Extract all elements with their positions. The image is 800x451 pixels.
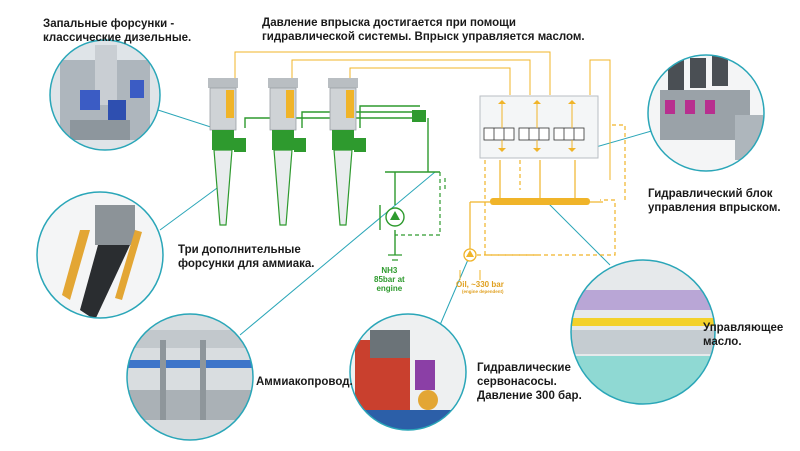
- oil-control-lines: [234, 51, 611, 180]
- oil-rail: [490, 198, 590, 205]
- control-oil-label: Управляющее масло.: [703, 322, 784, 348]
- ammonia-injector-3: [328, 78, 366, 226]
- servo-pump-photo: [349, 313, 467, 431]
- valve-block: [479, 95, 599, 159]
- nh3-valve: [412, 110, 426, 122]
- pilot-injectors-label: Запальные форсунки - классические дизель…: [43, 18, 192, 44]
- ammonia-pipe-photo: [126, 313, 254, 441]
- hydraulic-block-photo: [647, 54, 765, 172]
- ammonia-injector-2: [268, 78, 306, 226]
- nh3-label: NH3 85bar at engine: [374, 266, 405, 293]
- oil-drain-lines: [470, 124, 626, 256]
- ammonia-pipe-label: Аммиакопровод.: [256, 376, 353, 388]
- ammonia-injector-photo: [36, 191, 164, 319]
- ammonia-injectors-label: Три дополнительные форсунки для аммиака.: [178, 244, 315, 270]
- servo-pumps-label: Гидравлические сервонасосы. Давление 300…: [477, 362, 582, 402]
- injection-pressure-label: Давление впрыска достигается при помощи …: [262, 17, 585, 43]
- pilot-injector-photo: [49, 39, 161, 151]
- ammonia-injector-1: [208, 78, 246, 226]
- ammonia-lines: [244, 105, 440, 255]
- oil-pressure-label: Oil, ~330 bar (engine dependent): [456, 280, 504, 294]
- hydraulic-block-label: Гидравлический блок управления впрыском.: [648, 188, 781, 214]
- control-oil-photo: [570, 259, 716, 405]
